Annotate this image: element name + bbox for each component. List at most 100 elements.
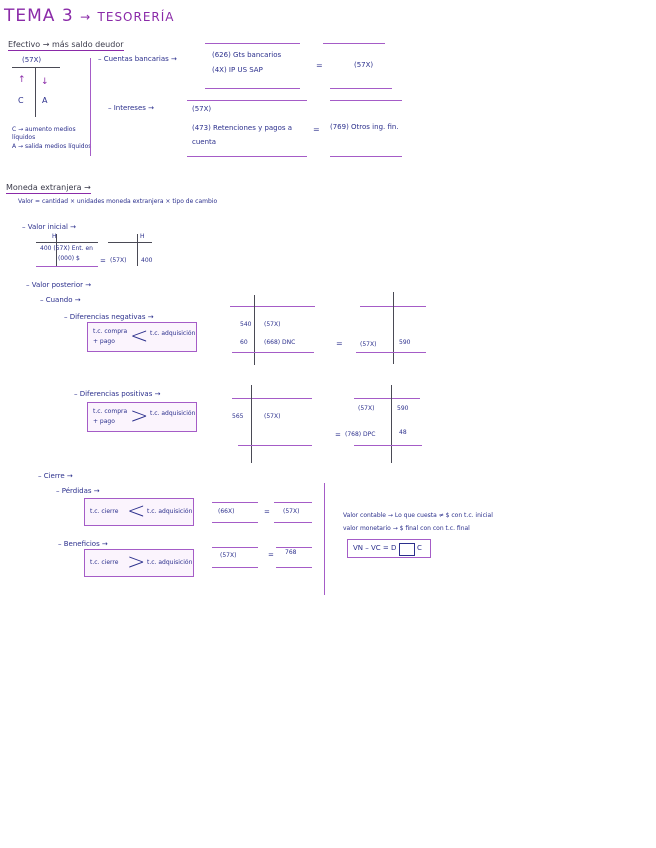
perd-eq: =: [264, 508, 270, 516]
neg-l-1-acc: (57X): [264, 321, 281, 328]
intereses-left-3: cuenta: [192, 138, 217, 146]
vi-line-bottom: [36, 266, 98, 267]
intereses-left-2: (473) Retenciones y pagos a: [192, 124, 293, 132]
vi-right: 400: [141, 257, 153, 264]
title-tema: TEMA 3: [4, 6, 74, 26]
neg-r-val: 590: [399, 339, 411, 346]
perd-line-bottom-left: [212, 522, 258, 523]
ben-line-top-right: [276, 547, 312, 548]
ben-left: (57X): [220, 552, 237, 559]
box2-left-2: + pago: [93, 418, 115, 425]
box4-right: t.c. adquisición: [147, 559, 193, 566]
perd-left: (66X): [218, 508, 235, 515]
cierre-label: – Cierre →: [38, 472, 73, 480]
vi-line-top-right: [108, 242, 152, 243]
intereses-line-top-right: [330, 100, 402, 101]
vi-left-1: 400 (57X) Ent. en: [40, 245, 93, 252]
cuentas-eq: =: [316, 61, 323, 70]
pos-r-acc-1: (57X): [358, 405, 375, 412]
box3-sign: <: [127, 499, 146, 524]
neg-stem-right: [393, 292, 394, 364]
cuentas-right: (57X): [354, 61, 374, 69]
pos-stem-left: [251, 385, 252, 463]
box-perdidas: t.c. cierre < t.c. adquisición: [84, 498, 194, 526]
title-arrow: →: [80, 10, 92, 24]
box2-sign: >: [130, 404, 149, 429]
box-beneficios: t.c. cierre > t.c. adquisición: [84, 549, 194, 577]
moneda-definition: Valor = cantidad × unidades moneda extra…: [18, 198, 218, 205]
neg-line-top-left: [230, 306, 315, 307]
bracket-line: [90, 58, 91, 156]
box1-right: t.c. adquisición: [150, 330, 196, 337]
vi-h-left: H: [52, 233, 57, 240]
box2-left-1: t.c. compra: [93, 408, 128, 415]
down-arrow-icon: ↓: [41, 77, 49, 87]
box3-right: t.c. adquisición: [147, 508, 193, 515]
note-valor-monetario: valor monetario → $ final con con t.c. f…: [343, 525, 470, 532]
cuentas-line-bottom-left: [205, 88, 300, 89]
t-account-a: A: [42, 96, 48, 105]
intereses-right: (769) Otros ing. fin.: [330, 123, 399, 131]
box3-left: t.c. cierre: [90, 508, 119, 515]
cuentas-line-bottom-right: [330, 88, 392, 89]
t-account-top: [12, 67, 60, 68]
beneficios-label: – Beneficios →: [58, 540, 108, 548]
cuentas-line-top-right: [323, 43, 385, 44]
efectivo-heading: Efectivo → más saldo deudor: [8, 40, 124, 51]
neg-eq: =: [336, 339, 343, 348]
perd-line-bottom-right: [274, 522, 312, 523]
pos-r-val-1: 590: [397, 405, 409, 412]
intereses-left-1: (57X): [192, 105, 212, 113]
formula-blank-square: [399, 543, 415, 556]
neg-line-bottom-right: [356, 352, 426, 353]
ben-line-bottom-right: [276, 567, 312, 568]
t-account-c: C: [18, 96, 24, 105]
intereses-line-top-left: [187, 100, 307, 101]
perd-line-top-right: [274, 502, 312, 503]
box-positiva: t.c. compra + pago > t.c. adquisición: [87, 402, 197, 432]
ben-line-top-left: [212, 547, 258, 548]
note-valor-contable: Valor contable → Lo que cuesta ≠ $ con t…: [343, 512, 493, 519]
neg-l-1: 540: [240, 321, 252, 328]
vi-eq: =: [100, 257, 106, 265]
intereses-eq: =: [313, 125, 320, 134]
box1-sign: <: [130, 324, 149, 349]
page-title: TEMA 3 → TESORERÍA: [4, 8, 175, 25]
vi-left-2: (000) $: [58, 255, 80, 262]
box4-sign: >: [127, 550, 146, 575]
formula-text: VN – VC = D: [353, 544, 397, 552]
vi-mid: (57X): [110, 257, 127, 264]
neg-l-2: 60: [240, 339, 248, 346]
pos-line-bottom-left: [238, 445, 312, 446]
pos-r-val-2: 48: [399, 429, 407, 436]
valor-posterior-label: – Valor posterior →: [26, 281, 92, 289]
cuentas-line-top-left: [205, 43, 300, 44]
vi-stem-left: [56, 234, 57, 266]
cuentas-left-1: (626) Gts bancarios: [212, 51, 282, 59]
box1-left-1: t.c. compra: [93, 328, 128, 335]
efectivo-account: (57X): [22, 56, 42, 64]
cierre-separator: [324, 483, 325, 595]
pos-l-1-acc: (57X): [264, 413, 281, 420]
pos-line-bottom-right: [354, 445, 422, 446]
pos-line-top-right: [354, 398, 420, 399]
intereses-label: – Intereses →: [108, 104, 154, 112]
dif-negativa-label: – Diferencias negativas →: [64, 313, 154, 321]
ben-right: 768: [285, 549, 297, 556]
pos-l-1: 565: [232, 413, 244, 420]
formula-box: VN – VC = D C: [347, 539, 431, 558]
moneda-heading: Moneda extranjera →: [6, 183, 91, 194]
pos-r-acc-2: (768) DPC: [345, 431, 376, 438]
box2-right: t.c. adquisición: [150, 410, 196, 417]
box-negativa: t.c. compra + pago < t.c. adquisición: [87, 322, 197, 352]
perd-line-top-left: [212, 502, 258, 503]
ben-eq: =: [268, 551, 274, 559]
formula-c: C: [417, 544, 422, 552]
vi-stem-right: [137, 234, 138, 266]
cuentas-label: – Cuentas bancarias →: [98, 55, 177, 63]
vi-line-top: [36, 242, 98, 243]
valor-inicial-label: – Valor inicial →: [22, 223, 77, 231]
intereses-line-bottom-right: [330, 156, 402, 157]
cuando-label: – Cuando →: [40, 296, 81, 304]
neg-stem-left: [254, 295, 255, 365]
